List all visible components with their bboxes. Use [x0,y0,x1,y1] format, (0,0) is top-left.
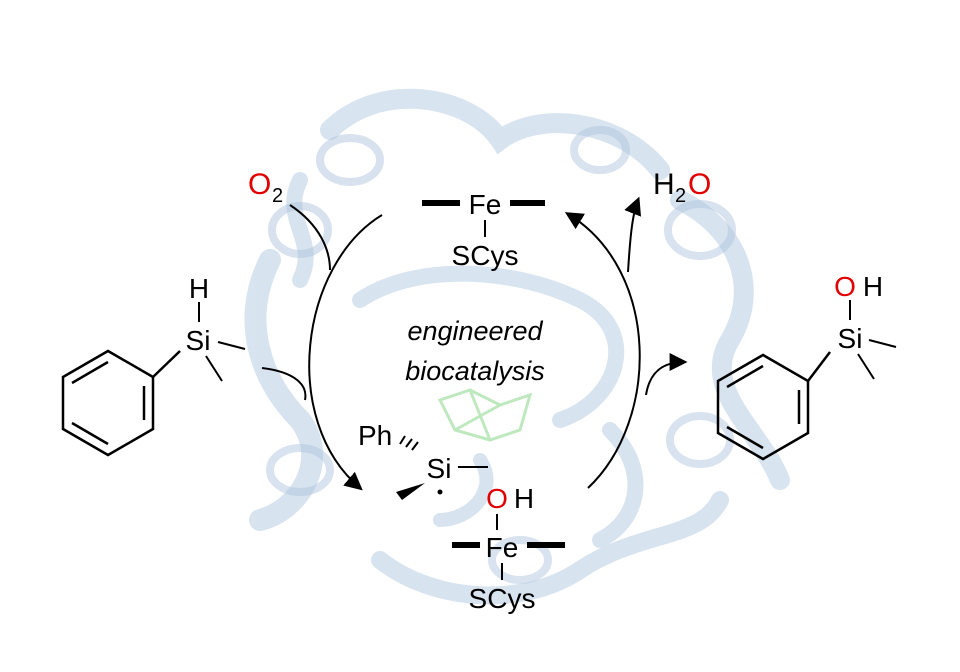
radical-dot [437,489,443,495]
fe-bottom-ligand: SCys [469,583,536,614]
arrow-water-out [624,196,642,273]
arrow-right-cycle [564,212,641,489]
silane-si: Si [186,325,211,356]
silane-h: H [189,273,209,304]
arrow-silane-in [261,367,307,401]
center-text-line1: engineered [407,316,543,346]
center-text-line2: biocatalysis [405,356,545,386]
silanol-h: H [863,271,883,302]
fe-oh-o: O [486,483,508,514]
fe-oh-h: H [514,483,534,514]
fe-bottom-label: Fe [486,532,519,563]
water-h: H [653,168,675,201]
fe-top-complex: Fe SCys [422,189,545,271]
arrow-silanol-out [645,353,688,396]
heme-cofactor [437,388,533,442]
water-sub: 2 [675,185,686,207]
fe-top-ligand: SCys [452,240,519,271]
fe-top-label: Fe [469,189,502,220]
arrow-left-cycle [308,214,383,491]
oxygen-symbol: O [248,168,271,201]
water-o: O [688,168,711,201]
silanol-si: Si [838,323,863,354]
silyl-radical: Ph Si [358,420,488,500]
oxygen-subscript: 2 [272,185,283,207]
water-product: H 2 O [653,168,711,207]
silanol-o: O [834,271,856,302]
cycle-arrows [261,196,688,491]
arrow-o2-in [289,204,331,271]
radical-si: Si [427,453,452,484]
oxygen-reagent: O 2 [248,168,283,207]
silanol-product: Si O H [716,271,897,461]
protein-background [244,88,790,605]
fe-hydroxo-complex: O H Fe SCys [452,483,565,614]
silane-substrate: Si H [61,273,246,457]
radical-ph: Ph [358,420,392,451]
